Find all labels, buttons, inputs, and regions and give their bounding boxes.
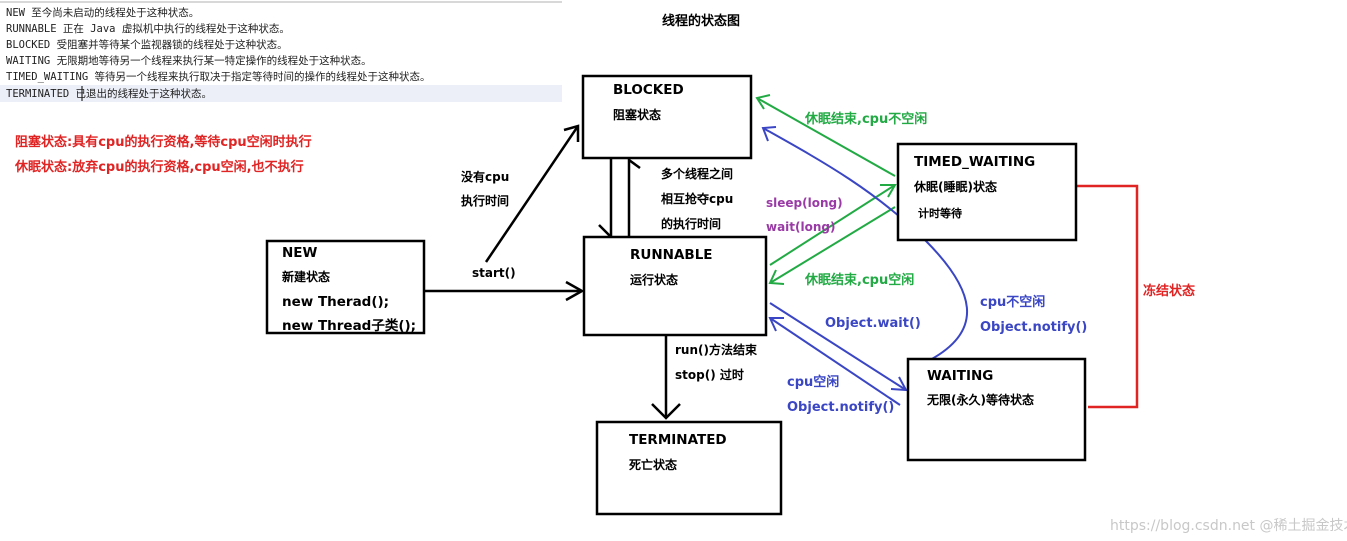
label-wait-long: wait(long) (766, 220, 836, 234)
state-desc: 死亡状态 (629, 457, 677, 472)
label-sleep-end-busy: 休眠结束,cpu不空闲 (804, 111, 927, 127)
state-desc: 运行状态 (630, 272, 678, 287)
arrow-waiting-to-runnable (768, 317, 901, 406)
state-terminated: TERMINATED 死亡状态 (595, 420, 783, 516)
legend-line: NEW 至今尚未启动的线程处于这种状态。 (6, 6, 199, 19)
label-cpu-busy: cpu不空闲 (980, 294, 1045, 310)
state-desc: 休眠(睡眠)状态 (913, 179, 997, 194)
arrow-blocked-to-runnable (598, 158, 613, 241)
state-timed-waiting: TIMED_WAITING 休眠(睡眠)状态 计时等待 (896, 142, 1078, 242)
frozen-bracket (1076, 184, 1139, 409)
label-notify-busy: Object.notify() (980, 320, 1087, 335)
label-compete: 相互抢夺cpu (661, 191, 733, 206)
state-name: BLOCKED (613, 82, 684, 98)
arrow-to-blocked (484, 124, 580, 263)
state-desc: 新建状态 (282, 269, 330, 284)
arrow-runnable-to-waiting (769, 302, 908, 392)
legend-line: WAITING 无限期地等待另一个线程来执行某一特定操作的线程处于这种状态。 (6, 54, 372, 67)
state-runnable: RUNNABLE 运行状态 (582, 235, 768, 337)
legend-line: BLOCKED 受阻塞并等待某个监视器锁的线程处于这种状态。 (6, 38, 288, 51)
arrow-runnable-to-timed (769, 184, 897, 266)
label-notify-idle: Object.notify() (787, 400, 894, 415)
arrow-runnable-to-terminated (651, 336, 681, 420)
state-name: RUNNABLE (630, 247, 713, 263)
label-compete: 的执行时间 (661, 216, 721, 231)
arrow-runnable-to-blocked (627, 158, 641, 237)
note-blocked: 阻塞状态:具有cpu的执行资格,等待cpu空闲时执行 (15, 134, 312, 150)
arrow-timed-to-blocked (755, 94, 896, 177)
state-name: TIMED_WAITING (914, 154, 1035, 170)
diagram-title: 线程的状态图 (662, 13, 740, 29)
label-no-cpu: 没有cpu (461, 169, 509, 184)
state-desc: 无限(永久)等待状态 (926, 392, 1034, 407)
state-name: NEW (282, 245, 318, 261)
state-name: WAITING (927, 368, 993, 384)
state-desc: 阻塞状态 (613, 107, 661, 122)
state-desc: new Therad(); (282, 294, 389, 310)
state-blocked: BLOCKED 阻塞状态 (581, 74, 753, 160)
label-compete: 多个线程之间 (661, 166, 733, 181)
label-cpu-idle: cpu空闲 (787, 374, 839, 390)
legend-highlight-row (0, 85, 562, 102)
legend-line: RUNNABLE 正在 Java 虚拟机中执行的线程处于这种状态。 (6, 22, 290, 35)
legend-line: TIMED_WAITING 等待另一个线程来执行取决于指定等待时间的操作的线程处… (6, 70, 431, 83)
state-new: NEW 新建状态 new Therad(); new Thread子类(); (265, 239, 426, 335)
state-desc: new Thread子类(); (282, 317, 416, 334)
label-no-cpu: 执行时间 (461, 193, 509, 208)
label-object-wait: Object.wait() (825, 316, 921, 331)
label-sleep-end-idle: 休眠结束,cpu空闲 (804, 272, 914, 288)
label-run-end: stop() 过时 (675, 367, 744, 382)
note-sleeping: 休眠状态:放弃cpu的执行资格,cpu空闲,也不执行 (14, 159, 304, 175)
label-frozen: 冻结状态 (1143, 283, 1195, 299)
label-run-end: run()方法结束 (675, 342, 758, 357)
state-desc: 计时等待 (918, 206, 962, 220)
arrow-new-to-runnable (424, 280, 585, 302)
arrow-timed-to-runnable (768, 206, 896, 285)
watermark: https://blog.csdn.net @稀土掘金技术社区 (1110, 518, 1347, 534)
label-sleep-long: sleep(long) (766, 196, 843, 210)
legend-line: TERMINATED 已退出的线程处于这种状态。 (6, 87, 212, 100)
state-name: TERMINATED (629, 432, 727, 448)
state-waiting: WAITING 无限(永久)等待状态 (906, 357, 1087, 462)
label-start: start() (472, 266, 516, 280)
